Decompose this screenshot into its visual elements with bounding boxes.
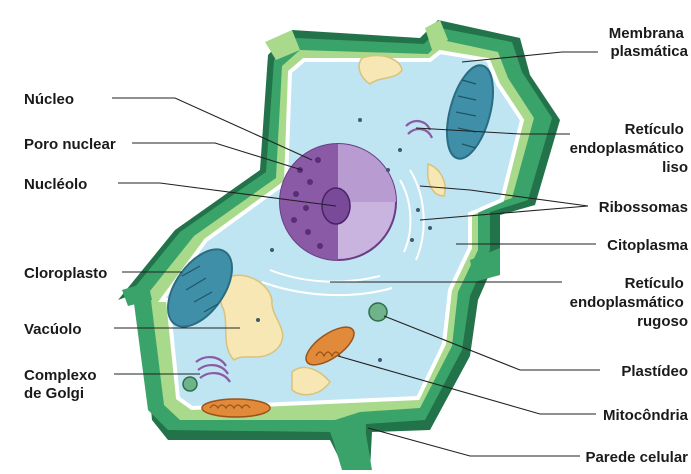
label-vacuolo: Vacúolo	[24, 321, 82, 338]
label-ribossomas: Ribossomas	[599, 199, 688, 216]
label-membrana-plasmatica: Membrana plasmática	[609, 25, 689, 60]
label-parede-celular: Parede celular	[585, 449, 688, 466]
label-nucleo: Núcleo	[24, 91, 74, 108]
label-reticulo-liso: Retículo endoplasmático liso	[570, 121, 688, 176]
label-citoplasma: Citoplasma	[607, 237, 689, 254]
label-nucleolo: Nucléolo	[24, 176, 87, 193]
label-mitocondria: Mitocôndria	[603, 407, 689, 424]
label-poro-nuclear: Poro nuclear	[24, 136, 116, 153]
label-reticulo-rugoso: Retículo endoplasmático rugoso	[570, 275, 688, 330]
label-plastideo: Plastídeo	[621, 363, 688, 380]
label-complexo-golgi: Complexo de Golgi	[24, 367, 101, 402]
label-cloroplasto: Cloroplasto	[24, 265, 107, 282]
nucleus	[280, 144, 396, 260]
